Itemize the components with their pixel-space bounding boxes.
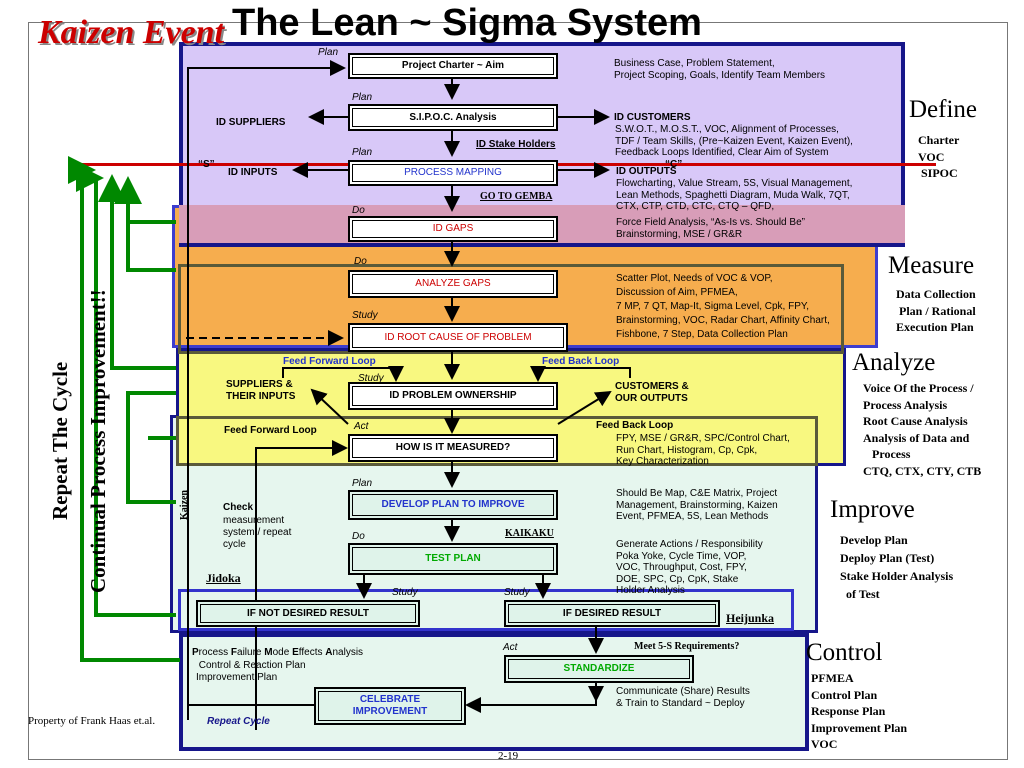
label-study-1: Study	[352, 310, 378, 321]
repeat-cycle-loops	[68, 156, 180, 662]
sipoc-label: S.I.P.O.C. Analysis	[352, 108, 554, 127]
phase-control-items: PFMEA Control Plan Response Plan Improve…	[811, 671, 908, 751]
analyze-gaps-box[interactable]: ANALYZE GAPS	[348, 270, 558, 298]
repeat-the-cycle-label: Repeat The Cycle	[48, 361, 72, 520]
label-act-2: Act	[503, 642, 518, 653]
label-plan-2: Plan	[352, 92, 373, 103]
phase-improve-items: Develop Plan Deploy Plan (Test) Stake Ho…	[840, 533, 954, 601]
phase-control: Control	[806, 639, 883, 666]
label-plan-4: Plan	[352, 478, 373, 489]
id-problem-ownership-label: ID PROBLEM OWNERSHIP	[352, 386, 554, 406]
project-charter-label: Project Charter ~ Aim	[352, 57, 554, 75]
label-plan-1: Plan	[318, 47, 339, 58]
id-outputs-label: ID OUTPUTS	[616, 166, 677, 177]
develop-plan-label: DEVELOP PLAN TO IMPROVE	[352, 494, 554, 516]
if-desired-box[interactable]: IF DESIRED RESULT	[504, 600, 720, 627]
id-inputs-label: ID INPUTS	[228, 167, 278, 178]
note-develop: Should Be Map, C&E Matrix, Project Manag…	[616, 488, 778, 522]
if-not-desired-box[interactable]: IF NOT DESIRED RESULT	[196, 600, 420, 627]
kaizen-vertical-label: Kaizen	[179, 490, 190, 520]
id-problem-ownership-box[interactable]: ID PROBLEM OWNERSHIP	[348, 382, 558, 410]
id-stake-holders-label: ID Stake Holders	[476, 139, 556, 150]
feed-forward-loop-bottom: Feed Forward Loop	[224, 425, 317, 436]
label-study-3: Study	[392, 587, 418, 598]
label-do-3: Do	[352, 531, 365, 542]
pfmea-rest: Control & Reaction Plan Improvement Plan	[196, 660, 306, 683]
standardize-label: STANDARDIZE	[508, 659, 690, 679]
s-quote-label: “S”	[198, 159, 215, 170]
project-charter-box[interactable]: Project Charter ~ Aim	[348, 53, 558, 79]
id-root-cause-box[interactable]: ID ROOT CAUSE OF PROBLEM	[348, 323, 568, 352]
check-text: measurement system / repeat cycle	[223, 515, 292, 550]
measure-inner-band	[178, 264, 844, 354]
meet-5s-label: Meet 5-S Requirements?	[634, 641, 740, 652]
page-number: 2-19	[498, 750, 519, 762]
celebrate-box[interactable]: CELEBRATE IMPROVEMENT	[314, 687, 466, 725]
if-desired-label: IF DESIRED RESULT	[508, 604, 716, 623]
process-mapping-box[interactable]: PROCESS MAPPING	[348, 160, 558, 186]
id-gaps-label: ID GAPS	[352, 220, 554, 238]
suppliers-inputs-label: SUPPLIERS & THEIR INPUTS	[226, 379, 296, 402]
label-act-1: Act	[354, 421, 369, 432]
standardize-box[interactable]: STANDARDIZE	[504, 655, 694, 683]
label-do-1: Do	[352, 205, 365, 216]
label-do-2: Do	[354, 256, 367, 267]
c-quote-label: “C”	[665, 159, 683, 170]
note-test: Generate Actions / Responsibility Poka Y…	[616, 539, 763, 596]
jidoka-label[interactable]: Jidoka	[206, 571, 241, 585]
analyze-gaps-label: ANALYZE GAPS	[352, 274, 554, 294]
id-suppliers-label: ID SUPPLIERS	[216, 117, 286, 128]
note-mapping: Flowcharting, Value Stream, 5S, Visual M…	[616, 178, 853, 212]
note-charter: Business Case, Problem Statement, Projec…	[614, 58, 826, 81]
how-measured-box[interactable]: HOW IS IT MEASURED?	[348, 434, 558, 462]
feed-forward-loop-top: Feed Forward Loop	[283, 356, 376, 367]
phase-measure-items: Data Collection Plan / Rational Executio…	[896, 287, 976, 334]
page-title: The Lean ~ Sigma System	[232, 2, 702, 44]
label-plan-3: Plan	[352, 147, 373, 158]
label-study-4: Study	[504, 587, 530, 598]
note-measured: FPY, MSE / GR&R, SPC/Control Chart, Run …	[616, 433, 790, 467]
phase-analyze: Analyze	[852, 349, 936, 376]
process-mapping-label: PROCESS MAPPING	[352, 164, 554, 182]
id-root-cause-label: ID ROOT CAUSE OF PROBLEM	[352, 327, 564, 348]
phase-measure: Measure	[888, 252, 975, 279]
if-not-desired-label: IF NOT DESIRED RESULT	[200, 604, 416, 623]
sipoc-box[interactable]: S.I.P.O.C. Analysis	[348, 104, 558, 131]
customers-outputs-label: CUSTOMERS & OUR OUTPUTS	[615, 381, 689, 404]
phase-define: Define	[909, 96, 978, 123]
go-to-gemba-label[interactable]: GO TO GEMBA	[480, 191, 553, 202]
heijunka-label[interactable]: Heijunka	[726, 611, 775, 625]
feed-back-loop-top: Feed Back Loop	[542, 356, 620, 367]
phase-define-items: Charter VOC SIPOC	[918, 133, 960, 180]
celebrate-label: CELEBRATE IMPROVEMENT	[318, 691, 462, 721]
property-note: Property of Frank Haas et.al.	[28, 715, 156, 727]
kaizen-event-logo: Kaizen Event	[38, 14, 225, 51]
continual-improvement-label: Continual Process Improvement!!	[86, 289, 110, 593]
phase-analyze-items: Voice Of the Process / Process Analysis …	[863, 381, 982, 478]
note-gaps: Force Field Analysis, “As-Is vs. Should …	[616, 217, 805, 240]
pfmea-text: Process Failure Mode Effects Analysis	[192, 647, 364, 658]
note-standardize: Communicate (Share) Results & Train to S…	[616, 686, 750, 709]
page-frame	[28, 22, 1008, 760]
id-customers-label: ID CUSTOMERS	[614, 112, 691, 123]
feed-back-loop-bottom: Feed Back Loop	[596, 420, 674, 431]
test-plan-box[interactable]: TEST PLAN	[348, 543, 558, 575]
id-gaps-box[interactable]: ID GAPS	[348, 216, 558, 242]
note-analyze: Scatter Plot, Needs of VOC & VOP, Discus…	[616, 273, 830, 340]
how-measured-label: HOW IS IT MEASURED?	[352, 438, 554, 458]
kaikaku-label[interactable]: KAIKAKU	[505, 528, 554, 539]
label-study-2: Study	[358, 373, 384, 384]
note-sipoc: S.W.O.T., M.O.S.T., VOC, Alignment of Pr…	[615, 124, 853, 158]
control-region	[179, 633, 809, 751]
test-plan-label: TEST PLAN	[352, 547, 554, 571]
check-label: Check	[223, 502, 254, 513]
develop-plan-box[interactable]: DEVELOP PLAN TO IMPROVE	[348, 490, 558, 520]
phase-improve: Improve	[830, 496, 915, 523]
repeat-cycle-label: Repeat Cycle	[207, 716, 270, 727]
